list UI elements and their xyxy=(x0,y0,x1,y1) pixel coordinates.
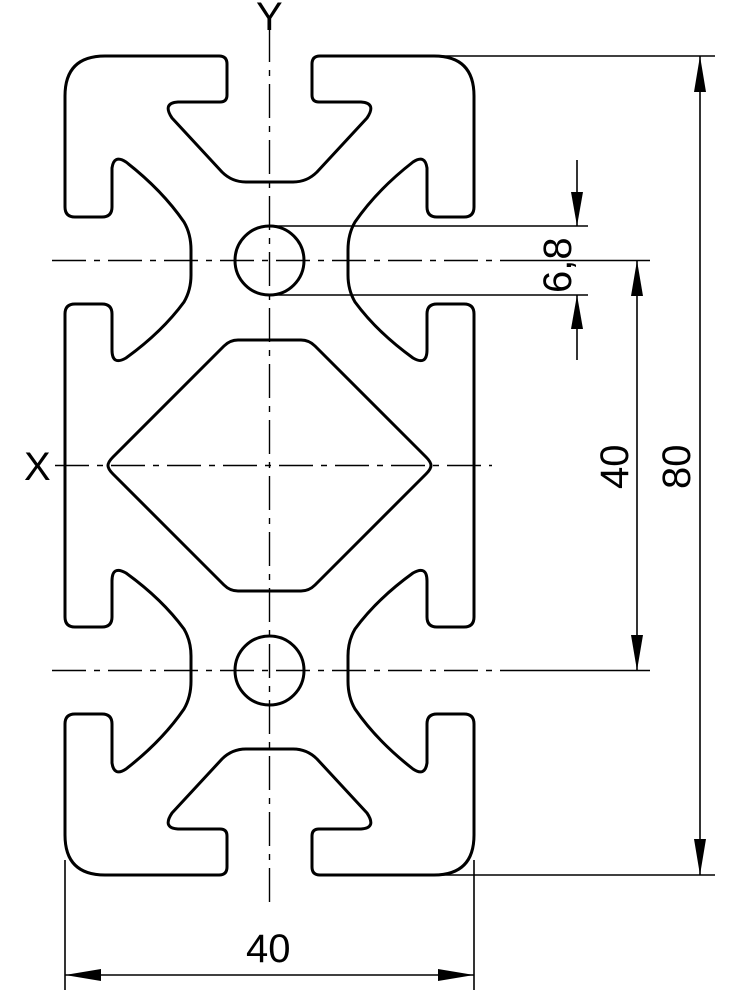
dimension-hole-diameter: 6,8 xyxy=(275,160,588,360)
dim-width-label: 40 xyxy=(246,927,291,971)
dim-hole-spacing-label: 40 xyxy=(593,445,637,490)
dim-hole-diameter-label: 6,8 xyxy=(536,237,580,293)
dimension-height: 80 xyxy=(440,55,715,876)
axis-y-label: Y xyxy=(256,0,283,39)
dimension-hole-spacing: 40 xyxy=(593,260,643,671)
axis-x-label: X xyxy=(24,445,51,489)
dimension-width: 40 xyxy=(64,860,475,990)
dim-height-label: 80 xyxy=(655,445,699,490)
